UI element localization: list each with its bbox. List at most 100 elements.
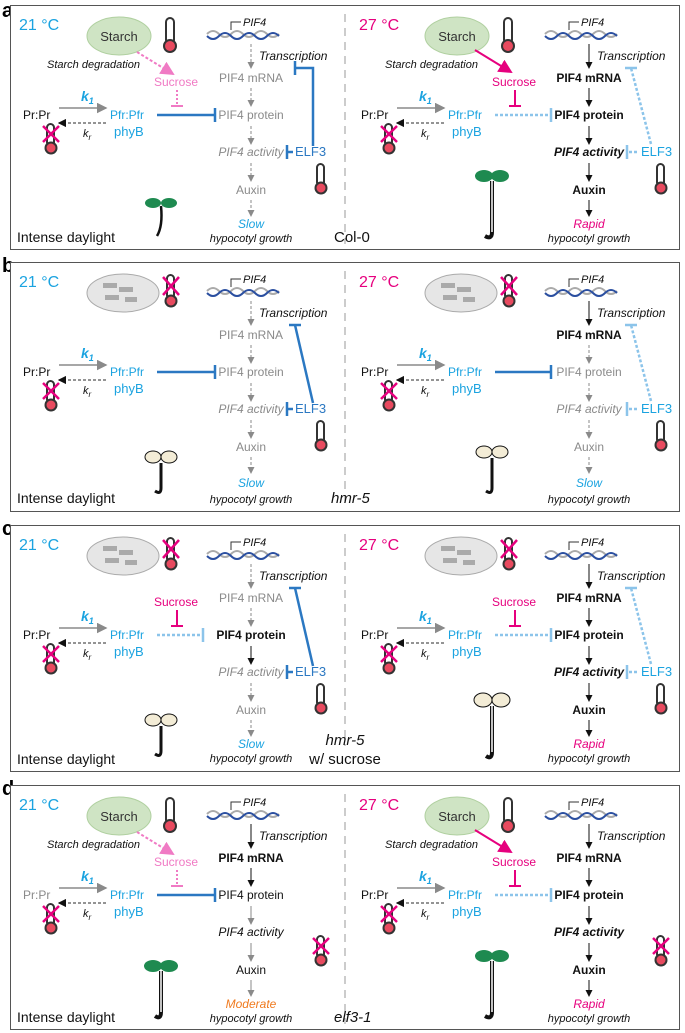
dna-strand: [544, 810, 618, 818]
k1-label: k1: [419, 868, 432, 886]
growth-label: hypocotyl growth: [210, 494, 293, 506]
growth-label: hypocotyl growth: [548, 494, 631, 506]
chloroplast-icon: [86, 273, 160, 313]
pfr-label: Pfr:Pfr: [448, 628, 482, 642]
phyb-label: phyB: [452, 644, 482, 659]
thermometer-crossed-icon: [500, 537, 518, 571]
activity-label: PIF4 activity: [218, 402, 284, 416]
starch-to-sucrose-arrow: [474, 829, 513, 854]
sucrose-label: Sucrose: [154, 595, 198, 609]
thermometer-crossed-icon: [500, 274, 518, 308]
panel-b: 21 °C Pr:Pr k1 kr Pfr:Pfr phyB PIF4 Tran…: [10, 262, 680, 512]
sucrose-label: Sucrose: [492, 75, 536, 89]
thermometer-icon: [501, 797, 515, 833]
starch-to-sucrose-arrow: [474, 49, 513, 74]
thermometer-icon: [314, 163, 328, 195]
elf3-inhibits-transcription: [629, 324, 653, 402]
pfr-label: Pfr:Pfr: [110, 108, 144, 122]
growth-rate-label: Slow: [576, 476, 603, 490]
pfr-label: Pfr:Pfr: [448, 108, 482, 122]
diagram-svg: 21 °C Starch Starch degradation Sucrose …: [17, 14, 672, 246]
mrna-label: PIF4 mRNA: [556, 328, 622, 342]
starch-degradation-label: Starch degradation: [47, 59, 140, 71]
growth-rate-label: Slow: [238, 217, 265, 231]
panel-letter-a: a: [2, 0, 14, 22]
thermometer-crossed-icon: [380, 380, 398, 412]
elf3-label: ELF3: [641, 664, 672, 679]
k1-label: k1: [419, 608, 432, 626]
starch-label: Starch: [438, 29, 476, 44]
growth-rate-label: Moderate: [226, 997, 277, 1011]
seedling-etiolated-icon: [144, 450, 178, 494]
mrna-label: PIF4 mRNA: [219, 591, 283, 605]
daylight-label: Intense daylight: [17, 229, 115, 245]
k1-label: k1: [81, 345, 94, 363]
elf3-inhibits-transcription: [629, 67, 653, 145]
kr-label: kr: [421, 385, 430, 399]
kr-label: kr: [83, 908, 92, 922]
seedling-etiolated-icon: [475, 445, 509, 494]
growth-rate-label: Rapid: [573, 217, 605, 231]
gene-label: PIF4: [581, 537, 604, 549]
gene-label: PIF4: [243, 797, 266, 809]
kr-label: kr: [83, 648, 92, 662]
thermometer-crossed-icon: [162, 537, 180, 571]
elf3-inhibits-transcription: [293, 587, 315, 667]
starch-label: Starch: [438, 809, 476, 824]
dna-strand: [544, 550, 618, 558]
gene-label: PIF4: [581, 17, 604, 29]
promoter-arrow: [230, 278, 241, 287]
diagram-svg: 21 °C Sucrose Pr:Pr k1 kr Pfr:Pfr phyB P…: [17, 534, 672, 768]
dna-strand-2: [544, 32, 618, 40]
dna-strand-2: [544, 289, 618, 297]
phyb-label: phyB: [114, 381, 144, 396]
thermometer-crossed-icon: [312, 935, 330, 967]
starch-label: Starch: [100, 29, 138, 44]
mrna-label: PIF4 mRNA: [556, 71, 622, 85]
transcription-label: Transcription: [259, 829, 328, 843]
thermometer-icon: [163, 797, 177, 833]
gene-label: PIF4: [243, 17, 266, 29]
auxin-label: Auxin: [572, 703, 605, 717]
activity-label: PIF4 activity: [218, 665, 284, 679]
sucrose-label: Sucrose: [154, 75, 198, 89]
promoter-arrow: [568, 801, 579, 810]
phyb-label: phyB: [452, 381, 482, 396]
dna-strand: [544, 30, 618, 38]
transcription-label: Transcription: [597, 829, 666, 843]
temp-label: 27 °C: [359, 17, 399, 34]
daylight-label: Intense daylight: [17, 1009, 115, 1025]
promoter-arrow: [568, 541, 579, 550]
seedling-icon: [475, 950, 509, 1020]
kr-label: kr: [421, 128, 430, 142]
growth-label: hypocotyl growth: [548, 1013, 631, 1025]
dna-strand-2: [206, 552, 280, 560]
temp-label: 21 °C: [19, 274, 59, 291]
kr-label: kr: [83, 385, 92, 399]
phyb-label: phyB: [452, 124, 482, 139]
pfr-label: Pfr:Pfr: [448, 888, 482, 902]
activity-label: PIF4 activity: [218, 145, 284, 159]
kr-label: kr: [421, 648, 430, 662]
starch-granule: [86, 16, 152, 56]
k1-label: k1: [419, 88, 432, 106]
gene-label: PIF4: [581, 274, 604, 286]
prpr-label: Pr:Pr: [23, 628, 50, 642]
protein-label: PIF4 protein: [556, 365, 621, 379]
starch-degradation-label: Starch degradation: [385, 59, 478, 71]
genotype-label: elf3-1: [334, 1009, 372, 1026]
promoter-arrow: [230, 801, 241, 810]
chloroplast-icon: [424, 536, 498, 576]
elf3-label: ELF3: [641, 401, 672, 416]
phyb-label: phyB: [114, 904, 144, 919]
starch-granule: [424, 796, 490, 836]
panel-c: 21 °C Sucrose Pr:Pr k1 kr Pfr:Pfr phyB P…: [10, 525, 680, 772]
thermometer-crossed-icon: [380, 123, 398, 155]
dna-strand-2: [206, 289, 280, 297]
genotype-label: hmr-5: [331, 490, 371, 507]
growth-label: hypocotyl growth: [548, 753, 631, 765]
prpr-label: Pr:Pr: [23, 108, 50, 122]
prpr-label: Pr:Pr: [361, 628, 388, 642]
growth-label: hypocotyl growth: [210, 233, 293, 245]
thermometer-crossed-icon: [162, 274, 180, 308]
